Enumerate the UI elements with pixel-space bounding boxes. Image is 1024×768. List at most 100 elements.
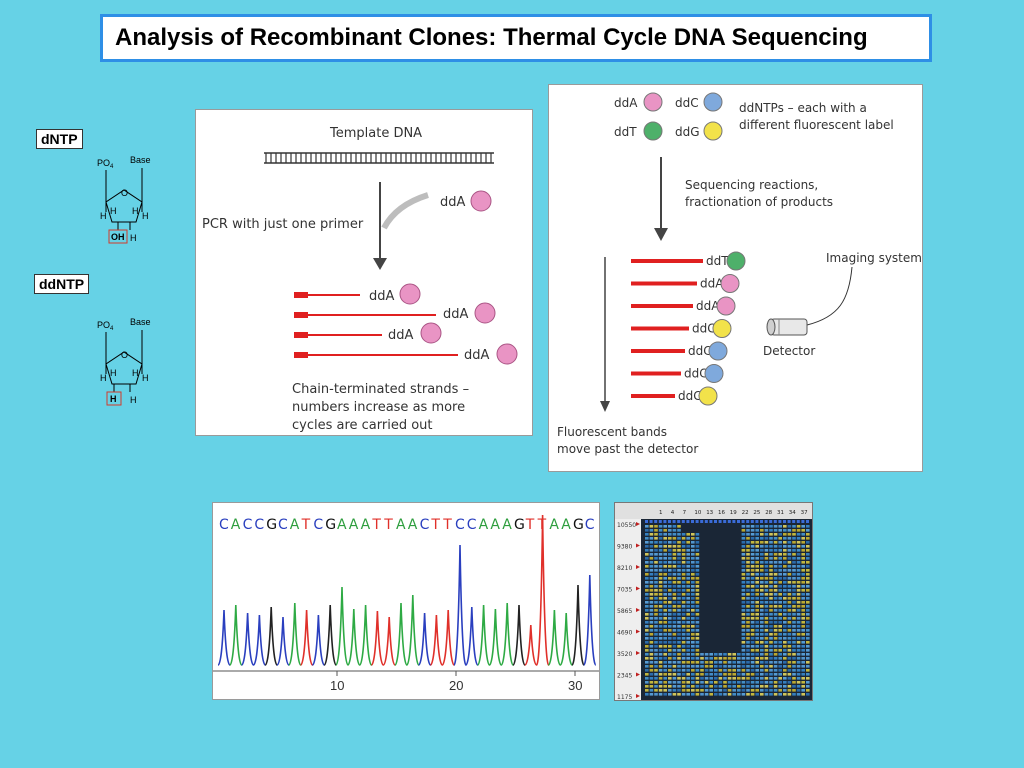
trace-peak [288, 602, 302, 666]
band-ball [708, 341, 728, 361]
trace-peak [512, 604, 526, 666]
base-letter: A [408, 517, 418, 533]
dntp-o-label: O [121, 188, 128, 198]
trace-peak [240, 612, 255, 666]
dda-ball [496, 343, 518, 365]
base-letter: A [549, 517, 559, 533]
trace-peak [370, 610, 385, 666]
chain-terminated-caption: Chain-terminated strands – numbers incre… [292, 382, 473, 433]
base-letter: A [561, 517, 571, 533]
band-label: ddC [684, 367, 708, 381]
trace-peak [252, 614, 267, 666]
base-letter: C [467, 517, 477, 533]
size-label: 3520 [617, 651, 632, 658]
ddntp-h-label: H [110, 368, 117, 378]
sequencing-band: ddA [631, 274, 740, 293]
dntp-oh-box [108, 229, 128, 244]
base-letter: C [219, 517, 229, 533]
base-letter: T [383, 517, 393, 533]
bands-caption: Fluorescent bands move past the detector [557, 425, 698, 456]
base-letter: A [479, 517, 489, 533]
ddntp-po4-label: PO4 [97, 320, 114, 332]
strand: ddA [294, 322, 442, 344]
band-ball [712, 319, 732, 338]
band-label: ddA [700, 277, 724, 291]
dda-ball [399, 283, 421, 305]
base-letter: C [243, 517, 253, 533]
ddntp-structure: PO4 Base O H H H H H H [97, 317, 151, 406]
base-letter: G [514, 517, 525, 533]
lane-label: 7 [683, 510, 687, 516]
lane-label: 1 [659, 510, 663, 516]
trace-peak [299, 609, 314, 666]
base-letter: A [502, 517, 512, 533]
lane-label: 28 [765, 510, 772, 516]
trace-peak [264, 606, 278, 666]
trace-peak [347, 608, 361, 666]
dntp-h-label: H [110, 206, 117, 216]
down-arrow-head [373, 258, 387, 270]
dntp-h-label: H [142, 211, 149, 221]
trace-peak [229, 604, 243, 666]
ddntp-h-box [106, 391, 122, 406]
legend: ddA ddC ddT ddG [614, 92, 723, 141]
dda-ball [470, 190, 492, 212]
dntp-po4-label: PO4 [97, 158, 114, 170]
trace-peak [417, 612, 432, 666]
base-letter: C [313, 517, 323, 533]
migration-arrow-head [600, 401, 610, 412]
ddntp-h-boxed-label: H [110, 394, 117, 404]
base-letter: T [430, 517, 440, 533]
trace-peak [335, 586, 349, 666]
gel-header [615, 503, 812, 519]
legend-label: ddT [614, 125, 637, 139]
dntp-oh-label: OH [111, 232, 125, 242]
strand-label: ddA [369, 289, 395, 304]
band-ball [716, 296, 736, 316]
ddntp-legend-note: ddNTPs – each with a different fluoresce… [739, 101, 894, 132]
dntp-h-label: H [100, 211, 107, 221]
trace-peak [535, 514, 550, 666]
primer-label: PCR with just one primer [202, 217, 364, 232]
trace-peak [429, 614, 444, 666]
ddntp-o-label: O [121, 350, 128, 360]
legend-label: ddG [675, 125, 700, 139]
ddg-ball [703, 121, 723, 141]
trace-peak [500, 602, 514, 666]
sequencing-band: ddA [631, 296, 736, 316]
base-letter: A [349, 517, 359, 533]
trace-peak [323, 604, 337, 666]
base-letter: T [537, 517, 547, 533]
base-letter: T [442, 517, 452, 533]
dda-ball [643, 92, 663, 112]
base-letter: C [254, 517, 264, 533]
ddntp-tag: ddNTP [34, 274, 90, 294]
trace-peak [583, 574, 597, 666]
base-letter: T [301, 517, 311, 533]
trace-peak [311, 614, 326, 666]
size-label: 9380 [617, 544, 632, 551]
trace-peak [441, 609, 455, 666]
base-letter: A [361, 517, 371, 533]
dntp-tag: dNTP [36, 129, 83, 149]
trace-peak [453, 544, 467, 666]
band-label: ddA [696, 299, 720, 313]
base-letter: G [266, 517, 277, 533]
size-label: 10550 [617, 522, 636, 529]
sequencing-panel: ddA ddC ddT ddG ddNTPs – each with a dif… [548, 84, 923, 472]
lane-label: 10 [694, 510, 701, 516]
band-label: ddG [678, 389, 703, 403]
slide-title: Analysis of Recombinant Clones: Thermal … [100, 14, 932, 62]
dntp-structure: PO4 Base O H H H H OH H [97, 155, 151, 244]
base-letter: A [396, 517, 406, 533]
base-letter: C [585, 517, 595, 533]
sequencing-band: ddG [631, 386, 718, 406]
strand-label: ddA [443, 307, 469, 322]
imaging-system-label: Imaging system [826, 251, 922, 265]
size-label: 4690 [617, 630, 632, 637]
